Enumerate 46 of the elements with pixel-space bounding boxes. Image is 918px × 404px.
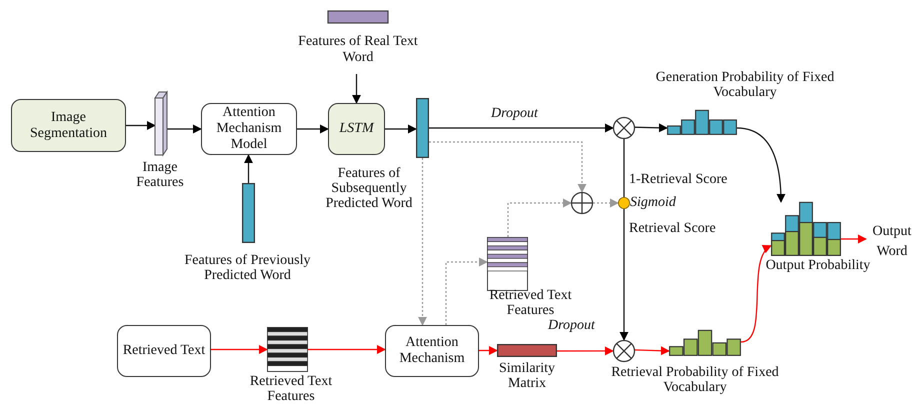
arrow	[297, 124, 329, 134]
box-label: Attention Mechanism Model	[215, 105, 283, 153]
arrow	[211, 345, 268, 354]
arrow	[593, 198, 619, 208]
edge-label: Dropout	[490, 106, 539, 121]
process-box	[117, 325, 211, 377]
arrow	[507, 198, 572, 237]
arrow	[634, 123, 668, 132]
caption-label: Features of Previously Predicted Word	[184, 253, 312, 283]
caption-label: Output Probability	[764, 258, 872, 273]
arrow	[308, 345, 386, 354]
caption-label: Retrieval Probability of Fixed Vocabulary	[610, 365, 780, 395]
feature-label: Features of Real Text Word	[298, 34, 418, 66]
arrow	[352, 74, 361, 104]
arrow	[620, 209, 628, 341]
arrow	[429, 124, 614, 132]
edge-label: Dropout	[547, 318, 596, 333]
arrow	[479, 346, 498, 355]
box-label: Retrieved Text	[122, 343, 206, 359]
arrow	[429, 141, 586, 193]
arrow	[385, 124, 417, 134]
box-label: Image Segmentation	[29, 110, 108, 142]
arrow	[841, 234, 867, 244]
box-label: LSTM	[339, 121, 374, 137]
process-box	[328, 103, 385, 155]
caption-label: Retrieved Text Features	[248, 374, 334, 404]
arrow	[557, 346, 614, 356]
arrow	[736, 127, 786, 203]
arrow	[740, 245, 772, 343]
caption-label: Sigmoid	[630, 195, 677, 210]
box-label: Attention Mechanism	[398, 335, 466, 367]
caption-label: Similarity Matrix	[498, 361, 556, 391]
process-box	[11, 99, 126, 152]
arrow	[244, 154, 253, 183]
process-box	[385, 325, 479, 377]
process-box	[201, 103, 297, 155]
arrow	[167, 124, 202, 134]
arrow	[634, 346, 670, 356]
arrow	[418, 158, 427, 326]
caption-label: Image Features	[135, 160, 185, 190]
arrow	[445, 258, 488, 325]
caption-label: Features of Subsequently Predicted Word	[324, 166, 414, 211]
caption-label: Generation Probability of Fixed Vocabulary	[654, 70, 836, 100]
output-label: Output Word	[872, 223, 912, 261]
arrow	[126, 121, 156, 130]
caption-label: Retrieved Text Features	[488, 288, 573, 318]
